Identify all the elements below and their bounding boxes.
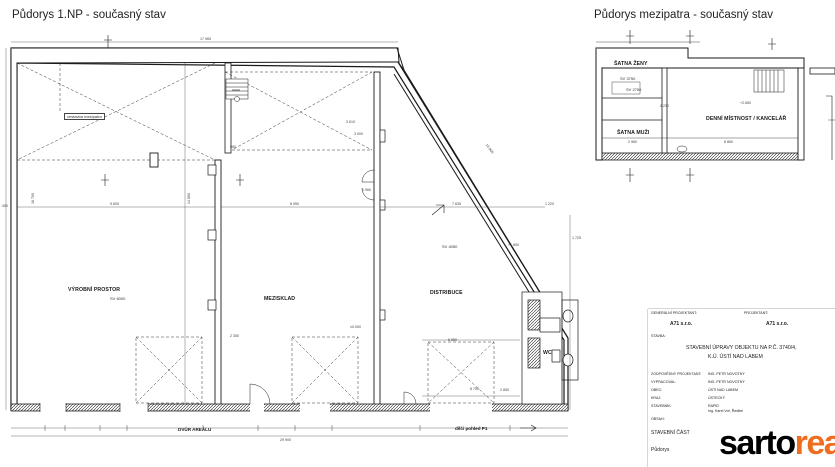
dim-top-total: 17 965 — [200, 37, 211, 41]
dim-d3000: 3 000 — [354, 132, 363, 136]
tb-row3-val: ÚSTÍ NAD LABEM — [708, 388, 738, 392]
door-swing-2 — [403, 391, 417, 405]
tb-row3-key: OBEC: — [651, 388, 663, 392]
dim-d1800: +1 800 — [508, 243, 520, 247]
room-label-vyrobni: VÝROBNÍ PROSTOR — [68, 287, 121, 293]
ground-floor-plan — [5, 35, 579, 437]
mezzanine-note: vestavba mezipatra — [64, 113, 105, 120]
tb-row5-val2: Ing. Karel Voř, Ředitel — [708, 409, 743, 413]
wall-inner-2 — [373, 71, 381, 411]
tb-proj: PROJEKTANT: — [744, 311, 769, 315]
room-label-denni: DENNÍ MÍSTNOST / KANCELÁŘ — [706, 116, 787, 122]
stair-ground — [225, 78, 249, 102]
room-label-mezisklad: MEZISKLAD — [264, 296, 296, 302]
room-label-wc: WC — [543, 350, 552, 356]
brand-part-1: sarto — [719, 424, 796, 462]
tb-company-2: A71 s.r.o. — [766, 321, 789, 327]
dim-d8750: 8 750 — [470, 387, 479, 391]
dim-d2850: 2 850 — [500, 388, 509, 392]
dim-wall-left: 450 — [2, 204, 8, 208]
tb-row1-val: ING. PETR NOVOTNÝ — [708, 372, 745, 376]
tb-row2-val: ING. PETR NOVOTNÝ — [708, 380, 745, 384]
tb-row4-key: KRAJ: — [651, 396, 662, 400]
tb-stavba: STAVBA: — [651, 334, 666, 338]
door-swing-1 — [249, 383, 271, 405]
dim-d8860: 8 860 — [724, 140, 733, 144]
tb-company-1: A71 s.r.o. — [670, 321, 693, 327]
tb-gen-proj: GENERÁLNÍ PROJEKTANT: — [651, 311, 697, 315]
room-sv-vyrobni: SV 6000 — [110, 296, 126, 301]
ground-floor-title: Půdorys 1.NP - současný stav — [12, 9, 166, 21]
dim-d4230: 4 230 — [660, 104, 669, 108]
wall-bottom — [10, 403, 569, 412]
dim-d3610: 3 610 — [346, 120, 355, 124]
mezzanine-plan — [595, 30, 835, 182]
dim-d1725: 1 725 — [572, 236, 581, 240]
dim-wall-right: 1 220 — [545, 202, 554, 206]
wc-block — [521, 291, 579, 405]
dim-level-mezz: +2.650 — [740, 101, 752, 105]
tb-row8-key: Půdorys — [651, 447, 670, 453]
wall-inner-1 — [214, 159, 222, 411]
dim-left-height: 16 700 — [31, 193, 35, 204]
dim-d980: 980 — [230, 145, 236, 149]
tb-row6-key: OBSAH: — [651, 417, 665, 421]
dim-mid-height: 14 800 — [187, 193, 191, 204]
room-sv-satna-zeny: SV 3750 — [620, 76, 636, 81]
dim-span-1: 9 600 — [110, 202, 119, 206]
tb-row7-key: STAVEBNÍ ČÁST — [651, 430, 690, 436]
wall-top — [11, 47, 400, 64]
courtyard-label: DVŮR AREÁLU — [178, 427, 212, 432]
dim-level-0: ±0.000 — [350, 325, 361, 329]
dim-mezz-sv: SV 2750 — [626, 87, 642, 92]
title-block: GENERÁLNÍ PROJEKTANT: PROJEKTANT: A71 s.… — [648, 309, 835, 467]
tb-project-line1: STAVEBNÍ ÚPRAVY OBJEKTU NA P.Č. 3740/4, — [686, 345, 797, 351]
tb-row2-key: VYPRACOVAL: — [651, 380, 677, 384]
dim-d1960: 1 960 — [362, 188, 371, 192]
room-label-distribuce: DISTRIBUCE — [430, 290, 463, 296]
dim-d6850: 6 850 — [448, 338, 457, 342]
tb-row5-val: RAPID — [708, 404, 719, 408]
wall-left — [10, 47, 18, 411]
tb-row5-key: STAVEBNÍK: — [651, 404, 672, 408]
tb-row1-key: ZODPOVĚDNÝ PROJEKTANT: — [651, 372, 702, 376]
outer-wall — [10, 47, 569, 411]
room-label-satna-zeny: ŠATNA ŽENY — [614, 61, 648, 67]
door-swing-3 — [361, 169, 375, 183]
brand-logo: sartorea — [719, 426, 835, 460]
dim-span-2: 8 950 — [290, 202, 299, 206]
mezzanine-title: Půdorys mezipatra - současný stav — [594, 9, 773, 21]
brand-part-2: rea — [794, 424, 835, 462]
room-sv-distribuce: SV 4050 — [442, 244, 458, 249]
tb-project-line2: K.Ú. ÚSTÍ NAD LABEM — [708, 354, 763, 360]
dim-bottom-total: 29 900 — [280, 438, 291, 442]
room-label-satna-muzi: ŠATNA MUŽI — [617, 130, 650, 136]
dim-span-3: 7 635 — [452, 202, 461, 206]
dim-d2350: 2 350 — [230, 334, 239, 338]
column-block — [149, 152, 159, 168]
section-view-label: dílčí pohled P1 — [455, 426, 488, 431]
tb-row4-val: ÚSTECKÝ — [708, 396, 725, 400]
stair-mezzanine — [753, 69, 785, 93]
dim-d2960: 2 960 — [628, 140, 637, 144]
